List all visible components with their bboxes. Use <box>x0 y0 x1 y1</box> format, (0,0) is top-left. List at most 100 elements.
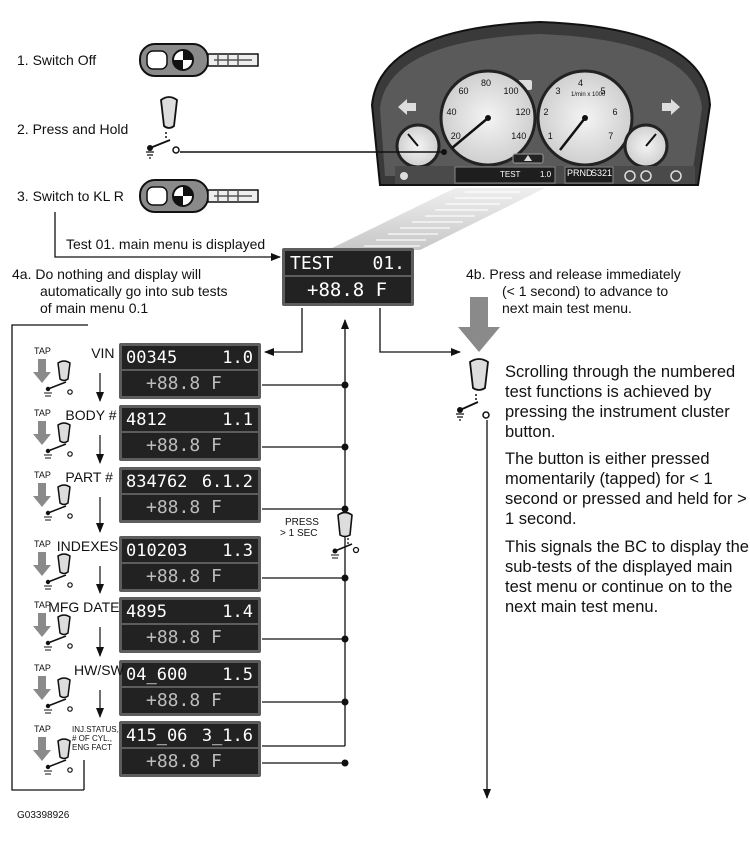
subtest-label: PART # <box>65 469 113 485</box>
model-indicator: S321 <box>591 168 613 178</box>
subtest-number: 3_1.6 <box>201 726 253 746</box>
main-display-title: TEST <box>290 253 334 274</box>
switch-contact-icon <box>456 394 490 421</box>
tap-label: TAP <box>34 408 51 418</box>
switch-contact <box>67 582 73 588</box>
press-button-icon <box>469 358 489 391</box>
tach-tick-label: 4 <box>578 78 584 88</box>
subtest-number: 1.3 <box>222 541 253 561</box>
switch-ground <box>44 392 52 397</box>
switch-contact-icon <box>331 538 360 559</box>
main-display-value: +88.8 F <box>307 279 388 301</box>
switch-lever <box>47 698 67 707</box>
subtest-artwork <box>33 359 349 775</box>
subtest-number: 1.4 <box>222 602 253 622</box>
subtest-label: ENG FACT <box>72 743 113 752</box>
tap-button-icon <box>57 422 71 444</box>
step-4b-line2: (< 1 second) to advance to <box>502 283 669 299</box>
gear-indicator: PRND <box>567 168 593 178</box>
main-display-number: 01. <box>372 253 405 274</box>
subtest-code: 04_600 <box>126 665 188 685</box>
subtest-value: +88.8 F <box>146 690 222 711</box>
speedo-tick-label: 40 <box>446 106 457 117</box>
description-paragraph-1: Scrolling through the numbered test func… <box>505 363 736 441</box>
subtest-code: 4895 <box>126 602 167 622</box>
tap-down-arrow <box>33 421 51 445</box>
tap-button-icon <box>57 677 71 699</box>
press-label-1: PRESS <box>285 517 319 528</box>
step-4b-line3: next main test menu. <box>502 300 632 316</box>
speedo-tick-label: 140 <box>511 130 527 141</box>
subtest-label: BODY # <box>65 407 117 423</box>
main-test-display: TEST 01. +88.8 F <box>282 248 414 306</box>
junction-dot <box>341 443 349 451</box>
switch-contact <box>67 767 73 773</box>
subtest-number: 6.1.2 <box>201 472 253 492</box>
subtest-label: MFG DATE <box>48 599 120 615</box>
tap-label: TAP <box>34 539 51 549</box>
advance-down-arrow <box>458 297 500 352</box>
speedo-tick-label: 120 <box>515 106 531 117</box>
instrument-cluster <box>370 20 712 186</box>
switch-lever <box>47 443 67 452</box>
subtest-value: +88.8 F <box>146 751 222 772</box>
tap-down-arrow <box>33 552 51 576</box>
switch-contact <box>67 706 73 712</box>
tap-down-arrow <box>33 737 51 761</box>
step-4a-line3: of main menu 0.1 <box>40 300 149 316</box>
tap-label: TAP <box>34 346 51 356</box>
odo-num-text: 1.0 <box>540 170 552 179</box>
switch-ground <box>44 646 52 651</box>
tach-tick-label: 7 <box>608 130 614 141</box>
subtest-number: 1.1 <box>222 410 253 430</box>
speedo-tick-label: 80 <box>481 78 492 88</box>
tap-down-arrow <box>33 359 51 383</box>
switch-lever <box>47 381 67 390</box>
subtest-label: HW/SW <box>74 662 124 678</box>
subtest-code: 4812 <box>126 410 167 430</box>
switch-contact-icon <box>146 132 180 159</box>
switch-contact <box>67 451 73 457</box>
junction-dot <box>341 505 349 513</box>
tap-button-icon <box>57 553 71 575</box>
junction-dot <box>341 381 349 389</box>
subtest-code: 010203 <box>126 541 188 561</box>
tach-tick-label: 2 <box>543 106 549 117</box>
tach-tick-label: 3 <box>555 86 561 97</box>
switch-ground <box>44 516 52 521</box>
tap-down-arrow <box>33 676 51 700</box>
subtest-label: INJ.STATUS, <box>72 725 119 734</box>
junction-dot <box>341 698 349 706</box>
subtest-number: 1.5 <box>222 665 253 685</box>
switch-ground <box>44 770 52 775</box>
switch-lever <box>47 759 67 768</box>
switch-contact <box>67 389 73 395</box>
tap-button-icon <box>57 614 71 636</box>
main-menu-note: Test 01. main menu is displayed <box>66 236 266 252</box>
beam-stripes <box>364 191 520 247</box>
switch-lever <box>47 574 67 583</box>
display-beam <box>328 188 545 250</box>
subtest-label: # OF CYL., <box>72 734 113 743</box>
speedo-tick-label: 60 <box>458 86 469 97</box>
switch-lever <box>47 505 67 514</box>
tach-tick-label: 6 <box>612 106 618 117</box>
subtest-value: +88.8 F <box>146 497 222 518</box>
tap-label: TAP <box>34 724 51 734</box>
junction-dot <box>341 759 349 767</box>
switch-contact <box>67 643 73 649</box>
tap-button-icon <box>57 484 71 506</box>
tap-label: TAP <box>34 600 51 610</box>
description-paragraph-2: The button is either pressed momentarily… <box>505 450 747 528</box>
figure-id: G03398926 <box>17 810 70 821</box>
arrow-to-first-subtest <box>264 308 303 356</box>
subtest-bracket <box>11 324 88 791</box>
ignition-key-icon <box>139 43 259 77</box>
press-button-icon <box>160 96 178 129</box>
subtest-value: +88.8 F <box>146 435 222 456</box>
step-4b-line1: 4b. Press and release immediately <box>466 266 681 282</box>
